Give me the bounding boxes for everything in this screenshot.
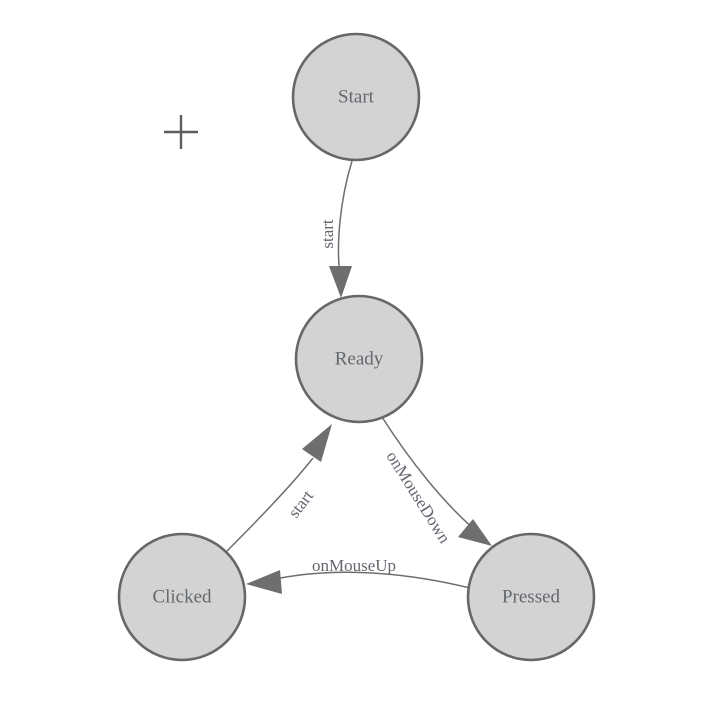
arrowhead-clicked-to-ready xyxy=(302,424,332,462)
node-start-circle[interactable] xyxy=(291,32,421,162)
crosshair-icon xyxy=(164,115,198,149)
edge-label-start-to-ready: start xyxy=(318,219,337,249)
node-ready-label: Ready xyxy=(335,348,384,369)
node-ready-circle[interactable] xyxy=(294,294,424,424)
node-pressed-circle[interactable] xyxy=(466,532,596,662)
node-clicked-label: Clicked xyxy=(152,586,212,607)
arrowhead-ready-to-pressed xyxy=(458,519,492,546)
edge-path-ready-to-pressed[interactable] xyxy=(381,416,475,530)
edge-ready-to-pressed[interactable]: onMouseDown xyxy=(381,416,492,547)
node-pressed-label: Pressed xyxy=(502,586,561,607)
edge-label-ready-to-pressed: onMouseDown xyxy=(383,448,455,547)
arrowhead-start-to-ready xyxy=(329,266,352,298)
edge-clicked-to-ready[interactable]: start xyxy=(226,424,332,552)
node-clicked[interactable]: Clicked xyxy=(117,532,247,662)
node-pressed[interactable]: Pressed xyxy=(466,532,596,662)
node-start[interactable]: Start xyxy=(291,32,421,162)
edge-label-clicked-to-ready: start xyxy=(284,486,317,521)
node-layer: Start Ready Clicked Pressed xyxy=(117,32,596,662)
edge-path-clicked-to-ready[interactable] xyxy=(226,457,314,552)
edge-label-pressed-to-clicked: onMouseUp xyxy=(312,556,396,575)
edge-pressed-to-clicked[interactable]: onMouseUp xyxy=(246,556,471,594)
node-ready[interactable]: Ready xyxy=(294,294,424,424)
edge-start-to-ready[interactable]: start xyxy=(318,160,353,298)
arrowhead-pressed-to-clicked xyxy=(246,570,282,594)
edge-path-start-to-ready[interactable] xyxy=(337,160,353,276)
node-clicked-circle[interactable] xyxy=(117,532,247,662)
edge-path-pressed-to-clicked[interactable] xyxy=(270,571,471,589)
node-start-label: Start xyxy=(338,86,375,107)
